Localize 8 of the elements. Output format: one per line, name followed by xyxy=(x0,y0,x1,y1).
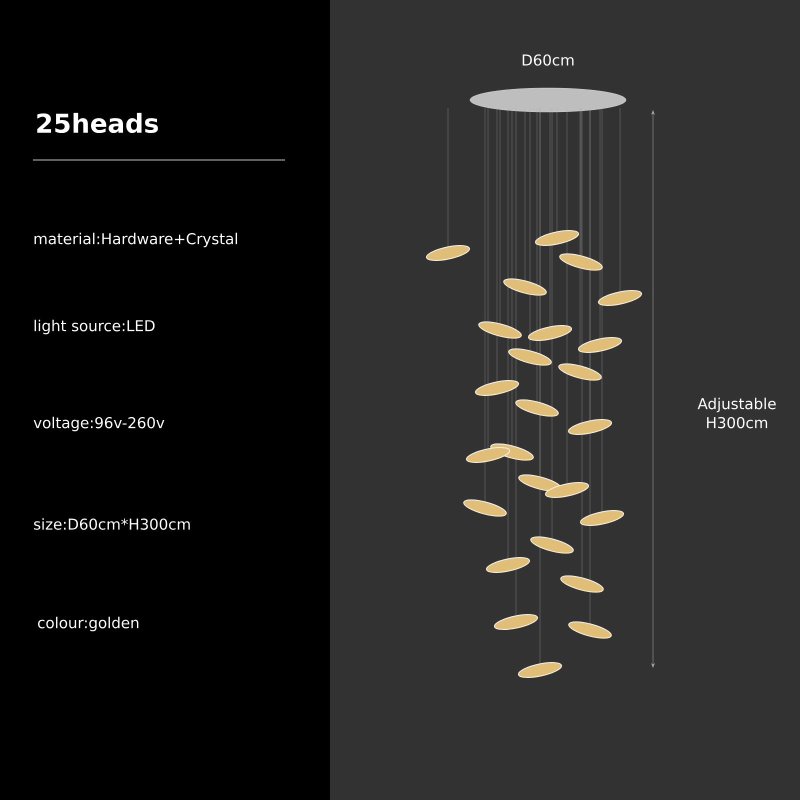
dimension-label: Adjustable H300cm xyxy=(698,398,776,428)
spec-text: material:Hardware+Crystal xyxy=(34,232,238,248)
heading: 25heads xyxy=(37,112,158,134)
spec-text: size:D60cm*H300cm xyxy=(34,518,190,530)
spec-text: light source:LED xyxy=(34,320,155,334)
dimension-label: D60cm xyxy=(522,54,574,66)
spec-text: voltage:96v-260v xyxy=(34,416,164,432)
spec-text: colour:golden xyxy=(38,616,138,632)
